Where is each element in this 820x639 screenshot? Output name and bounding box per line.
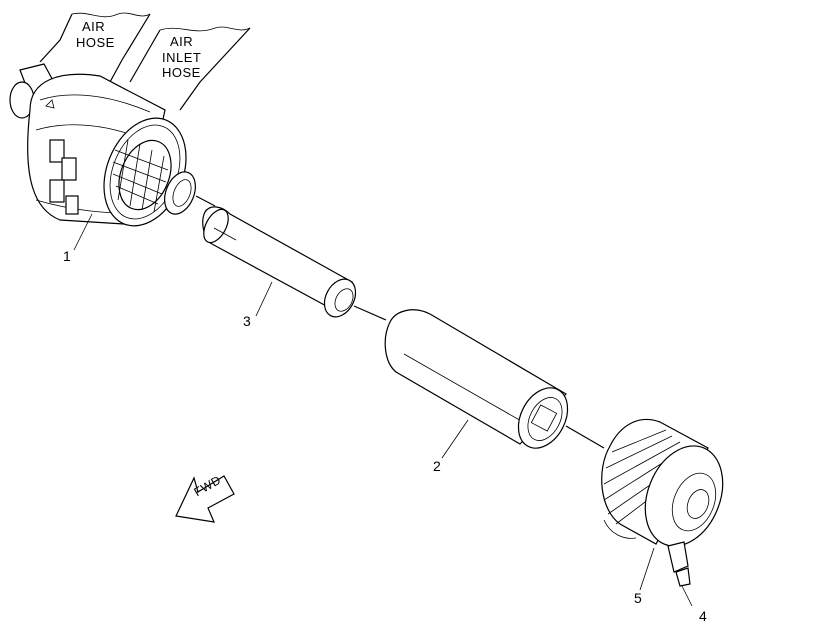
callout-leaders	[73, 213, 693, 607]
callout-5: 5	[634, 590, 642, 606]
housing-cover	[601, 418, 724, 547]
callout-4: 4	[699, 608, 707, 624]
air-hose-label-line1: AIR	[82, 19, 106, 34]
air-inlet-hose-label-line2: INLET	[162, 50, 202, 65]
air-cleaner-housing	[9, 12, 251, 227]
vacuator-valve	[667, 541, 691, 587]
callout-1: 1	[63, 248, 71, 264]
air-inlet-hose-label-line3: HOSE	[162, 65, 201, 80]
primary-filter-element	[384, 309, 605, 449]
secondary-filter-element	[195, 195, 387, 321]
air-inlet-hose-label-line1: AIR	[170, 34, 194, 49]
callout-3: 3	[243, 313, 251, 329]
air-hose-label-line2: HOSE	[76, 35, 115, 50]
callout-2: 2	[433, 458, 441, 474]
forward-direction-arrow	[175, 475, 235, 523]
